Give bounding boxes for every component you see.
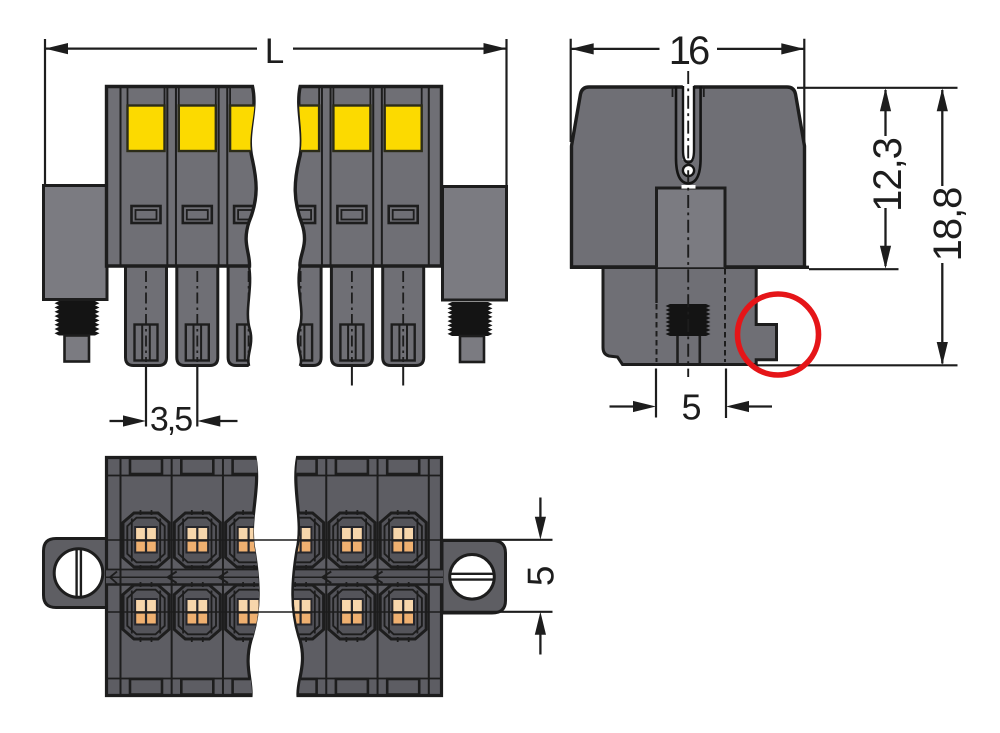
- svg-text:3,5: 3,5: [150, 401, 192, 439]
- svg-text:18,8: 18,8: [926, 188, 970, 262]
- svg-text:L: L: [265, 32, 284, 71]
- svg-text:5: 5: [681, 387, 701, 428]
- svg-text:12,3: 12,3: [866, 138, 910, 212]
- svg-text:16: 16: [669, 29, 709, 73]
- svg-text:5: 5: [521, 566, 562, 587]
